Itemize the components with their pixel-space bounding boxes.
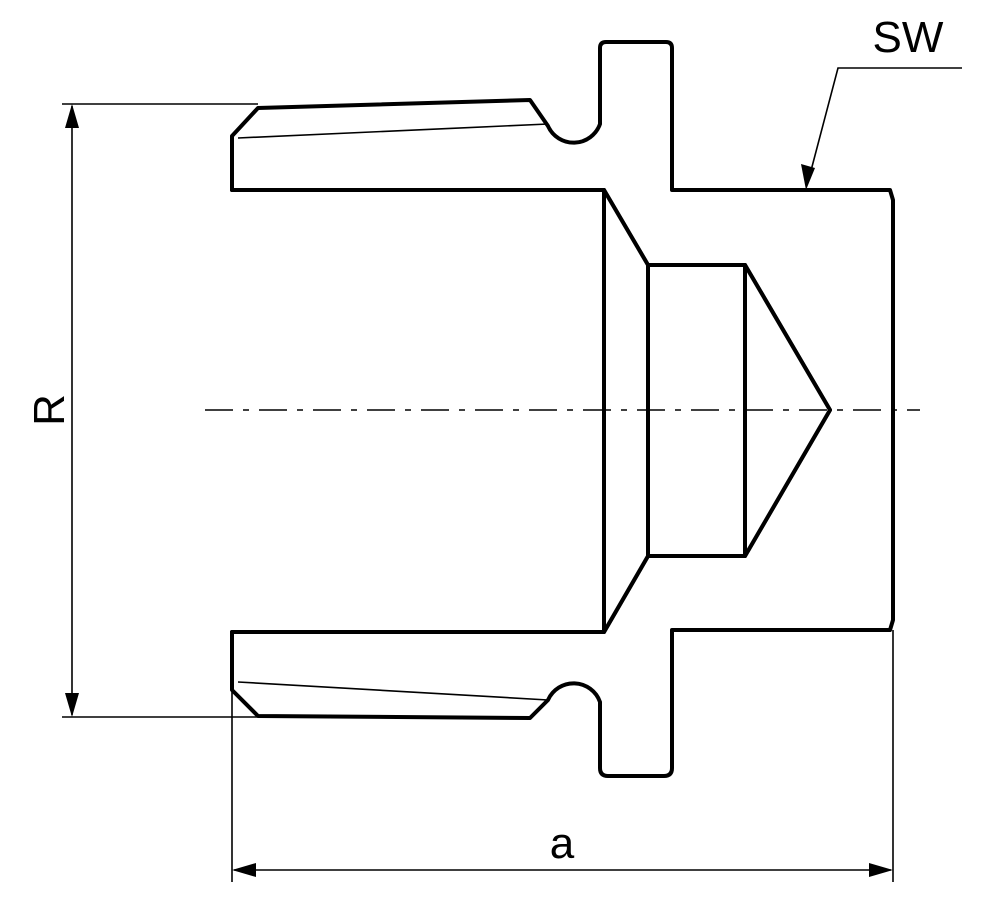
- thread-root-line: [237, 123, 549, 139]
- arrowhead-up: [65, 104, 79, 128]
- arrowhead-down: [65, 693, 79, 717]
- dimension-label-a: a: [550, 819, 575, 868]
- sw-leader-arrow: [801, 164, 815, 190]
- arrowhead-right: [869, 863, 893, 877]
- inner-bore: [232, 190, 830, 632]
- wrench-size-label: SW: [873, 13, 944, 62]
- arrowhead-left: [232, 863, 256, 877]
- thread-root-line: [237, 681, 549, 701]
- dimension-label-r: R: [25, 394, 74, 426]
- bore-outline: [230, 188, 832, 634]
- sw-leader-line: [807, 67, 962, 183]
- plug-body-section: [230, 40, 895, 778]
